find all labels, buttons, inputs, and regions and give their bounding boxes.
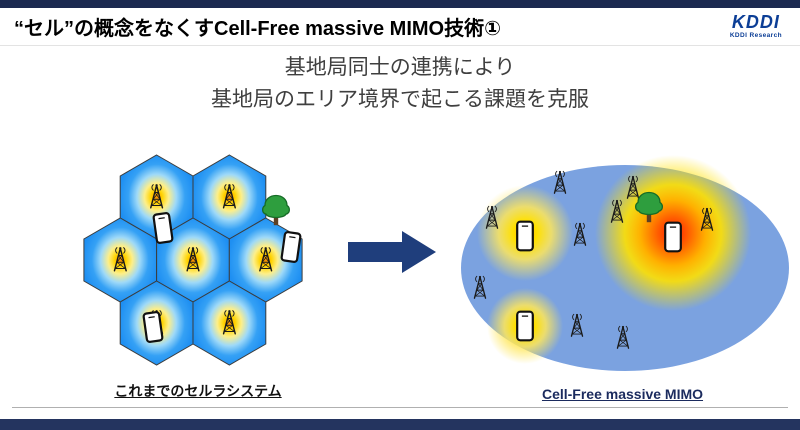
kddi-logo-text: KDDI	[731, 12, 780, 33]
slide-title: “セル”の概念をなくすCell-Free massive MIMO技術①	[14, 18, 502, 40]
cell-free-diagram	[461, 155, 789, 371]
kddi-logo: KDDI KDDI Research	[730, 13, 788, 40]
phone-icon	[142, 310, 164, 344]
heading-line2: 基地局のエリア境界で起こる課題を克服	[211, 87, 589, 111]
phone-icon	[152, 211, 174, 245]
top-accent-bar	[0, 0, 800, 8]
kddi-logo-subtext: KDDI Research	[729, 32, 782, 40]
transition-arrow-icon	[348, 231, 436, 273]
heading-line1: 基地局同士の連携により	[284, 56, 516, 79]
footer-divider	[12, 407, 788, 408]
arrow-shape	[348, 231, 436, 273]
bottom-accent-bar	[0, 419, 800, 430]
header: “セル”の概念をなくすCell-Free massive MIMO技術① KDD…	[0, 8, 800, 46]
left-diagram-label: これまでのセルラシステム	[114, 383, 282, 399]
phone-icon	[664, 221, 682, 253]
cellular-system-diagram	[83, 154, 303, 366]
slide-heading: 基地局同士の連携により 基地局のエリア境界で起こる課題を克服	[0, 52, 800, 115]
phone-icon	[516, 220, 534, 252]
phone-icon	[516, 310, 534, 342]
right-diagram-label: Cell-Free massive MIMO	[541, 386, 704, 402]
phone-icon	[280, 230, 302, 264]
